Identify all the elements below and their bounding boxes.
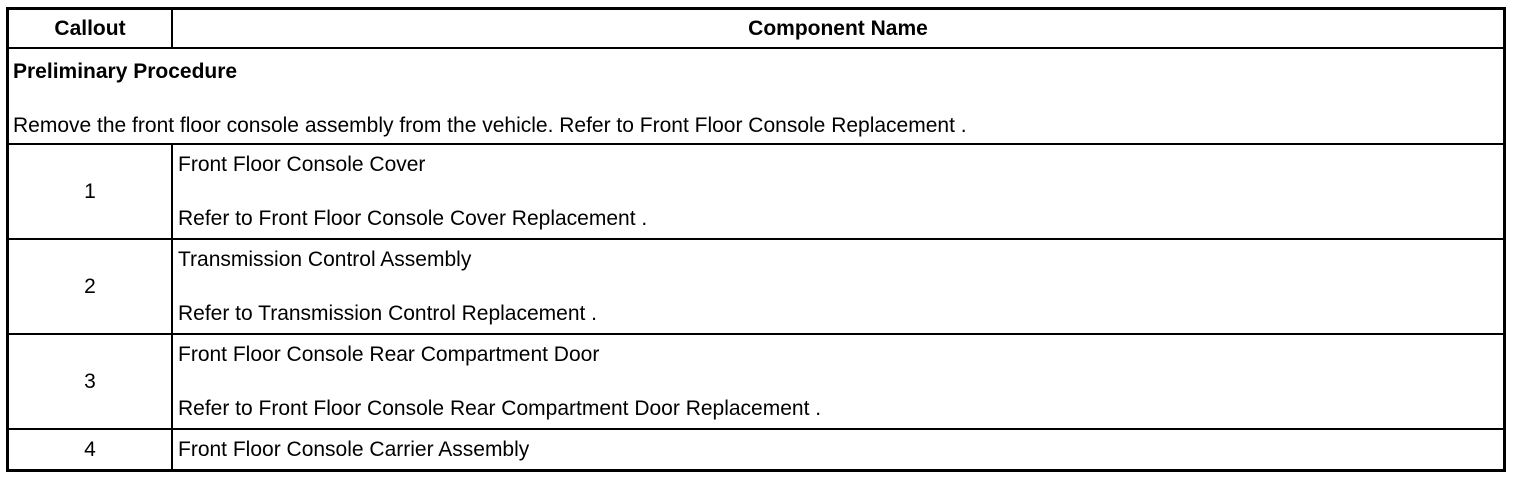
component-name: Front Floor Console Carrier Assembly bbox=[178, 437, 530, 461]
table-row: 3 Front Floor Console Rear Compartment D… bbox=[6, 333, 1506, 430]
component-name: Transmission Control Assembly bbox=[178, 248, 472, 271]
component-reference: Refer to Transmission Control Replacemen… bbox=[178, 302, 598, 325]
header-row: Callout Component Name bbox=[6, 7, 1506, 49]
callout-number: 3 bbox=[6, 333, 173, 430]
preliminary-procedure-title: Preliminary Procedure bbox=[13, 60, 238, 83]
callout-number: 1 bbox=[6, 143, 173, 240]
component-cell: Transmission Control Assembly Refer to T… bbox=[171, 238, 1506, 335]
table-row: 2 Transmission Control Assembly Refer to… bbox=[6, 238, 1506, 335]
component-cell: Front Floor Console Cover Refer to Front… bbox=[171, 143, 1506, 240]
component-name: Front Floor Console Cover bbox=[178, 153, 426, 176]
component-cell: Front Floor Console Rear Compartment Doo… bbox=[171, 333, 1506, 430]
component-reference: Refer to Front Floor Console Cover Repla… bbox=[178, 207, 648, 230]
preliminary-procedure-cell: Preliminary Procedure Remove the front f… bbox=[6, 47, 1506, 145]
component-cell: Front Floor Console Carrier Assembly bbox=[171, 428, 1506, 472]
table-row: 4 Front Floor Console Carrier Assembly bbox=[6, 428, 1506, 472]
callout-header: Callout bbox=[6, 7, 173, 49]
components-table: Callout Component Name Preliminary Proce… bbox=[6, 7, 1506, 472]
table-row: 1 Front Floor Console Cover Refer to Fro… bbox=[6, 143, 1506, 240]
callout-number: 2 bbox=[6, 238, 173, 335]
component-name-header: Component Name bbox=[171, 7, 1506, 49]
callout-number: 4 bbox=[6, 428, 173, 472]
component-reference: Refer to Front Floor Console Rear Compar… bbox=[178, 397, 822, 420]
preliminary-procedure-text: Remove the front floor console assembly … bbox=[13, 114, 967, 137]
component-name: Front Floor Console Rear Compartment Doo… bbox=[178, 343, 600, 366]
preliminary-procedure-row: Preliminary Procedure Remove the front f… bbox=[6, 47, 1506, 145]
